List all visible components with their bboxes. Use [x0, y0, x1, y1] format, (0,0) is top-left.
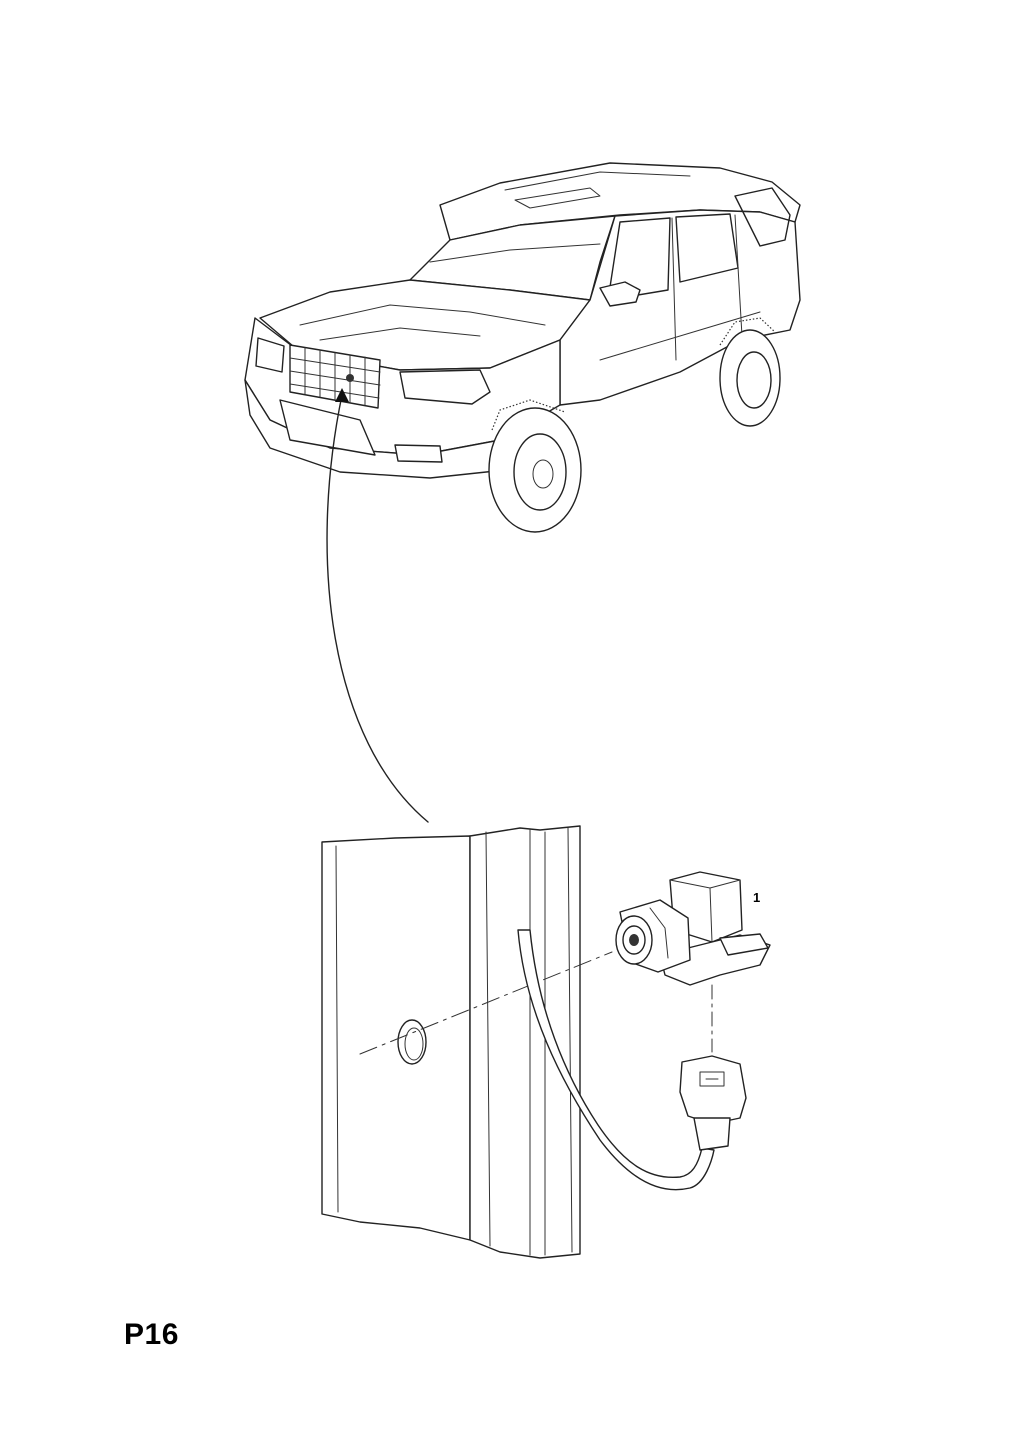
panel-left [321, 835, 471, 1241]
callout-1-label: 1 [753, 890, 760, 905]
vehicle-front-wheel [488, 399, 582, 533]
mounting-hole [397, 1019, 427, 1065]
vehicle-grille [289, 344, 381, 409]
harness-connector [679, 1055, 747, 1151]
location-pointer-line [326, 394, 429, 823]
vehicle-illustration [244, 162, 801, 533]
location-pointer-arrowhead [335, 388, 349, 402]
vehicle-rear-wheel [719, 317, 781, 427]
panel-channel [469, 825, 581, 1259]
assembly-axis-line [359, 951, 613, 1055]
page-code: P16 [124, 1318, 179, 1351]
parking-sensor [615, 871, 771, 986]
panel-section-illustration [321, 825, 715, 1259]
sensor-location-marker [346, 374, 354, 382]
